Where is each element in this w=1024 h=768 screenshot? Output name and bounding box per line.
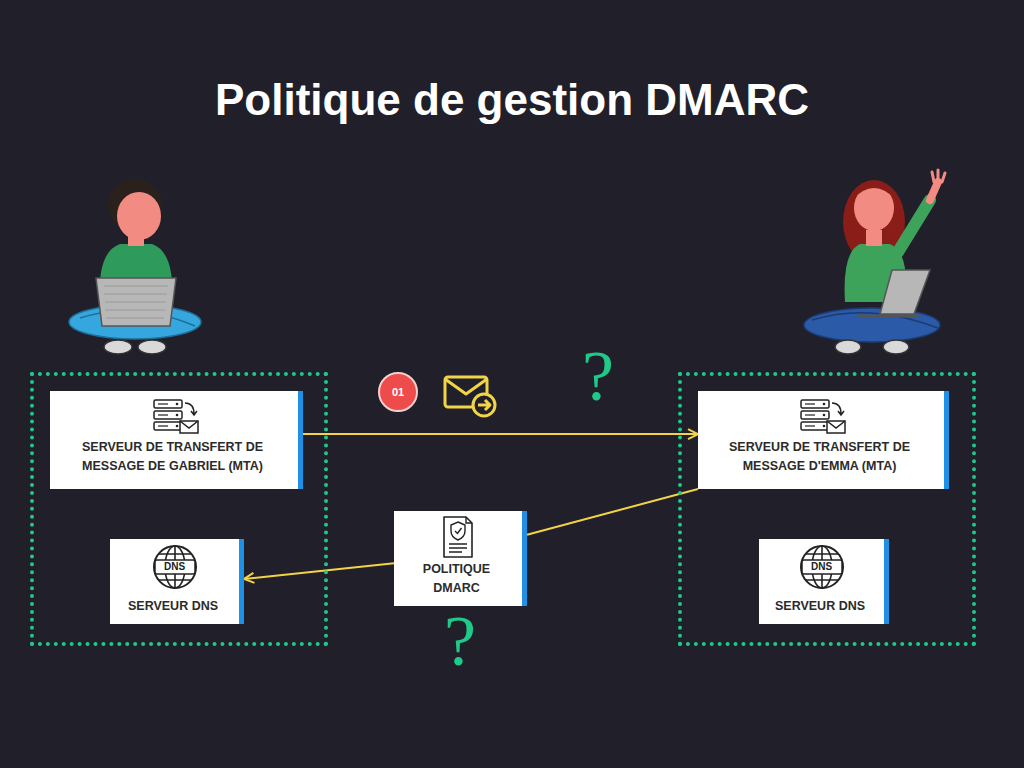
dns-icon-text: DNS: [803, 561, 841, 573]
dns-icon-text: DNS: [156, 561, 194, 573]
server-region: SERVEUR DE TRANSFERT DE MESSAGE DE GABRI…: [30, 372, 328, 646]
server-region: SERVEUR DE TRANSFERT DE MESSAGE D'EMMA (…: [678, 372, 976, 646]
server-box: POLITIQUE DMARC: [394, 511, 527, 606]
message-connector: [303, 433, 698, 435]
message-connector: [527, 489, 698, 535]
server-icon: [795, 397, 851, 437]
question-mark: ?: [582, 340, 622, 412]
diagram-title: Politique de gestion DMARC: [0, 72, 1024, 128]
node-label: SERVEUR DNS: [767, 597, 873, 616]
person-emma: [804, 170, 945, 354]
callout-number: 01: [379, 373, 417, 411]
badge-circle: [379, 373, 417, 411]
node-label: SERVEUR DE TRANSFERT DE MESSAGE D'EMMA (…: [706, 438, 933, 476]
node-label: POLITIQUE DMARC: [402, 560, 511, 598]
question-mark: ?: [444, 605, 484, 677]
server-box: SERVEUR DNS DNS: [110, 539, 244, 624]
policy-document-icon: [438, 514, 478, 560]
server-box: SERVEUR DE TRANSFERT DE MESSAGE D'EMMA (…: [698, 391, 949, 489]
envelope-icon: [445, 377, 495, 416]
server-box: SERVEUR DE TRANSFERT DE MESSAGE DE GABRI…: [50, 391, 303, 489]
message-connector: [244, 563, 394, 579]
server-icon: [148, 397, 204, 437]
node-label: SERVEUR DE TRANSFERT DE MESSAGE DE GABRI…: [58, 438, 287, 476]
person-gabriel: [69, 179, 201, 354]
server-box: SERVEUR DNS DNS: [759, 539, 889, 624]
node-label: SERVEUR DNS: [118, 597, 228, 616]
